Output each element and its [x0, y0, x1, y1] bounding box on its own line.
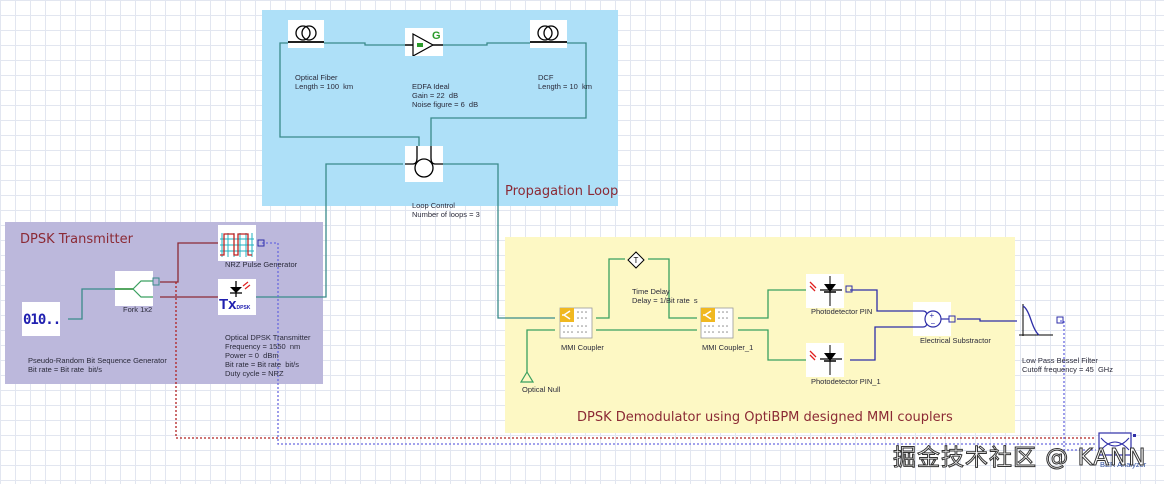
fork-label: Fork 1x2: [123, 305, 153, 314]
optical-fiber-component[interactable]: [288, 20, 324, 48]
fiber-coil-icon: [288, 25, 324, 43]
photodetector-pin-component[interactable]: [806, 274, 853, 308]
eye-diagram-icon: [1098, 432, 1136, 456]
dpsk-transmitter-component[interactable]: TxDPSK: [218, 279, 256, 315]
photodetector-pin-label: Photodetector PIN: [811, 307, 873, 316]
bessel-filter-component[interactable]: [1019, 302, 1064, 338]
mmi-coupler-1-component[interactable]: [699, 306, 735, 340]
svg-text:−: −: [931, 319, 936, 328]
photodetector-pin-1-component[interactable]: [806, 343, 844, 377]
svg-text:T: T: [634, 256, 639, 265]
pulse-waveform-icon: [220, 233, 265, 257]
dcf-component[interactable]: [530, 20, 567, 48]
propagation-loop-title: Propagation Loop: [505, 184, 619, 199]
time-delay-icon[interactable]: T: [627, 251, 645, 269]
electrical-subtractor-label: Electrical Substractor: [920, 336, 991, 345]
photodetector-pin-1-label: Photodetector PIN_1: [811, 377, 881, 386]
mmi-coupler-icon: [700, 307, 734, 339]
laser-diode-icon: [230, 281, 251, 297]
svg-text:+: +: [930, 311, 935, 320]
subtractor-icon: + −: [913, 310, 956, 328]
tx-icon-text: TxDPSK: [219, 296, 251, 313]
fiber-coil-icon: [530, 25, 567, 43]
fork-icon: [115, 277, 160, 298]
mmi-coupler-component[interactable]: [558, 306, 594, 340]
ber-analyzer-label: BER Analyzer: [1100, 460, 1147, 469]
lowpass-filter-icon: [1019, 304, 1064, 336]
loop-control-component[interactable]: [405, 146, 443, 182]
mmi-coupler-label: MMI Coupler: [561, 343, 604, 352]
watermark-text: 掘金技术社区 @ KANN: [892, 445, 1147, 472]
mmi-coupler-1-label: MMI Coupler_1: [702, 343, 754, 352]
loop-control-icon: [405, 146, 443, 178]
nrz-label: NRZ Pulse Generator: [225, 260, 298, 269]
svg-text:G: G: [432, 30, 441, 42]
photodiode-icon: [809, 276, 853, 306]
transmitter-title: DPSK Transmitter: [20, 232, 133, 247]
nrz-pulse-generator-component[interactable]: [218, 225, 265, 261]
demodulator-title: DPSK Demodulator using OptiBPM designed …: [577, 410, 953, 425]
optical-null-icon[interactable]: [520, 370, 534, 384]
mmi-coupler-icon: [559, 307, 593, 339]
prbs-component[interactable]: 010..: [22, 302, 61, 336]
bit-sequence-icon: 010..: [23, 312, 61, 328]
fork-component[interactable]: [115, 271, 160, 306]
electrical-subtractor-component[interactable]: + −: [913, 302, 956, 336]
ber-analyzer-component[interactable]: [1098, 432, 1136, 456]
photodiode-icon: [809, 345, 842, 375]
optical-null-label: Optical Null: [522, 385, 561, 394]
amplifier-icon: G: [405, 30, 443, 58]
edfa-component[interactable]: G: [405, 28, 443, 58]
